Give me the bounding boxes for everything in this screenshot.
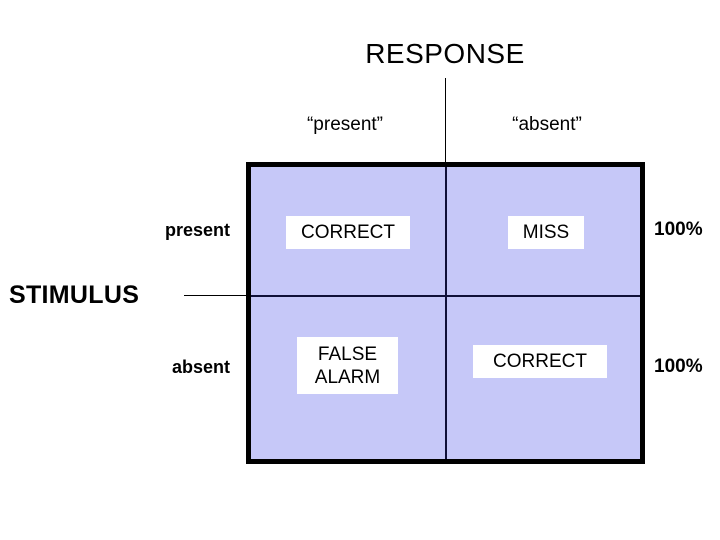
response-axis-connector-line <box>445 78 446 162</box>
cell-false-alarm: FALSE ALARM <box>297 337 398 394</box>
column-header-present: “present” <box>306 114 384 135</box>
response-axis-title: RESPONSE <box>365 38 525 69</box>
row-total-absent: 100% <box>654 356 703 377</box>
row-total-present: 100% <box>654 219 703 240</box>
row-header-absent: absent <box>171 357 230 377</box>
matrix-horizontal-divider <box>251 295 640 297</box>
cell-hit-correct: CORRECT <box>286 216 410 249</box>
column-header-absent: “absent” <box>512 114 582 135</box>
cell-miss: MISS <box>508 216 584 249</box>
matrix-vertical-divider <box>445 167 447 459</box>
stimulus-axis-connector-line <box>184 295 246 296</box>
row-header-present: present <box>164 220 230 240</box>
matrix-box <box>246 162 645 464</box>
stimulus-axis-title: STIMULUS <box>9 281 140 309</box>
cell-correct-rejection: CORRECT <box>473 345 607 378</box>
